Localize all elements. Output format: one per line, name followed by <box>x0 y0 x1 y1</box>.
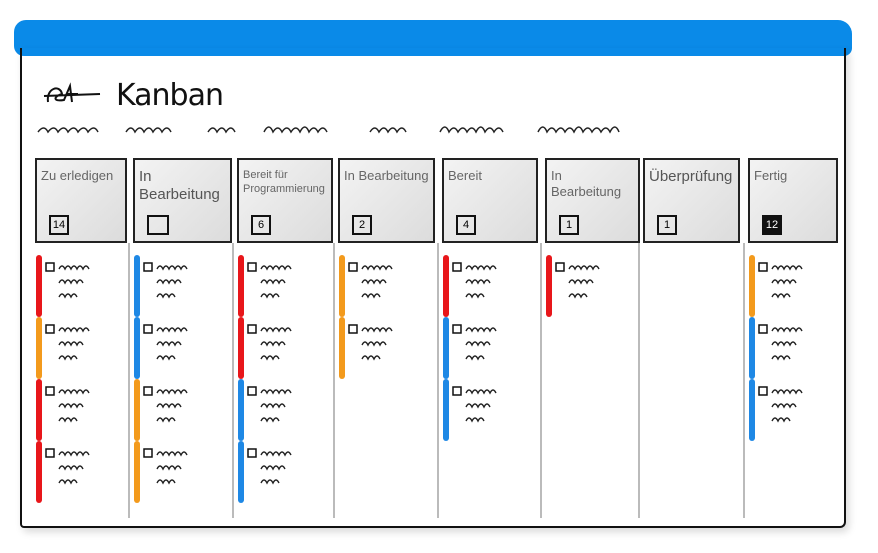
priority-bar <box>238 379 244 441</box>
card-icon <box>143 448 153 458</box>
priority-bar <box>134 317 140 379</box>
priority-bar <box>36 379 42 441</box>
column-header[interactable]: Zu erledigen 14 <box>35 158 127 243</box>
task-card[interactable] <box>45 323 125 373</box>
task-card[interactable] <box>143 323 223 373</box>
nav-menu[interactable] <box>36 118 636 140</box>
priority-bar <box>36 255 42 317</box>
task-card[interactable] <box>45 385 125 435</box>
priority-bar <box>36 317 42 379</box>
priority-bar <box>36 441 42 503</box>
card-icon <box>452 324 462 334</box>
task-card[interactable] <box>143 385 223 435</box>
title-bar <box>14 20 852 56</box>
task-card[interactable] <box>758 385 838 435</box>
card-icon <box>45 324 55 334</box>
priority-bar <box>546 255 552 317</box>
priority-bar <box>238 441 244 503</box>
card-count-badge: 2 <box>352 215 372 235</box>
card-count-badge <box>147 215 169 235</box>
card-count-badge: 6 <box>251 215 271 235</box>
priority-bar <box>238 317 244 379</box>
card-icon <box>45 262 55 272</box>
priority-bar <box>749 255 755 317</box>
app-window <box>20 48 846 528</box>
card-icon <box>143 386 153 396</box>
column-header[interactable]: In Bearbeitung <box>133 158 232 243</box>
task-card[interactable] <box>452 261 532 311</box>
task-card[interactable] <box>247 447 327 497</box>
column-divider <box>333 243 335 518</box>
task-card[interactable] <box>247 261 327 311</box>
card-icon <box>452 262 462 272</box>
logo-icon <box>43 82 101 103</box>
card-icon <box>758 386 768 396</box>
priority-bar <box>134 255 140 317</box>
priority-bar <box>749 317 755 379</box>
task-card[interactable] <box>143 447 223 497</box>
priority-bar <box>339 255 345 317</box>
priority-bar <box>238 255 244 317</box>
task-card[interactable] <box>452 323 532 373</box>
column-divider <box>638 243 640 518</box>
card-icon <box>758 262 768 272</box>
column-title: Fertig <box>754 168 788 183</box>
column-title: In Bearbeitung <box>344 168 429 183</box>
task-card[interactable] <box>45 447 125 497</box>
task-card[interactable] <box>45 261 125 311</box>
card-icon <box>247 448 257 458</box>
column-header[interactable]: In Bearbeitung 1 <box>545 158 640 243</box>
column-divider <box>437 243 439 518</box>
column-title: In Bearbeitung <box>551 168 622 199</box>
card-icon <box>45 448 55 458</box>
priority-bar <box>134 379 140 441</box>
column-header[interactable]: Bereit 4 <box>442 158 538 243</box>
card-icon <box>143 324 153 334</box>
card-icon <box>348 324 358 334</box>
column-title: Überprüfung <box>649 168 733 185</box>
card-icon <box>555 262 565 272</box>
column-divider <box>128 243 130 518</box>
priority-bar <box>443 255 449 317</box>
task-card[interactable] <box>247 385 327 435</box>
task-card[interactable] <box>758 323 838 373</box>
priority-bar <box>134 441 140 503</box>
task-card[interactable] <box>348 261 428 311</box>
card-icon <box>143 262 153 272</box>
column-header[interactable]: In Bearbeitung 2 <box>338 158 435 243</box>
task-card[interactable] <box>143 261 223 311</box>
card-icon <box>45 386 55 396</box>
priority-bar <box>339 317 345 379</box>
column-header[interactable]: Fertig 12 <box>748 158 838 243</box>
card-icon <box>348 262 358 272</box>
card-count-badge: 4 <box>456 215 476 235</box>
card-icon <box>452 386 462 396</box>
task-card[interactable] <box>758 261 838 311</box>
column-header[interactable]: Überprüfung 1 <box>643 158 740 243</box>
card-count-badge: 1 <box>559 215 579 235</box>
column-divider <box>232 243 234 518</box>
card-count-badge: 1 <box>657 215 677 235</box>
task-card[interactable] <box>555 261 635 311</box>
card-icon <box>758 324 768 334</box>
priority-bar <box>443 379 449 441</box>
task-card[interactable] <box>247 323 327 373</box>
task-card[interactable] <box>452 385 532 435</box>
card-icon <box>247 262 257 272</box>
priority-bar <box>749 379 755 441</box>
card-count-badge: 12 <box>762 215 782 235</box>
card-icon <box>247 324 257 334</box>
column-header[interactable]: Bereit für Programmierung 6 <box>237 158 333 243</box>
priority-bar <box>443 317 449 379</box>
page-title: Kanban <box>116 78 224 113</box>
column-title: Bereit für Programmierung <box>243 169 325 195</box>
task-card[interactable] <box>348 323 428 373</box>
card-count-badge: 14 <box>49 215 69 235</box>
column-title: In Bearbeitung <box>139 168 220 203</box>
column-divider <box>540 243 542 518</box>
column-title: Bereit <box>448 168 482 183</box>
column-title: Zu erledigen <box>41 168 114 183</box>
card-icon <box>247 386 257 396</box>
column-divider <box>743 243 745 518</box>
